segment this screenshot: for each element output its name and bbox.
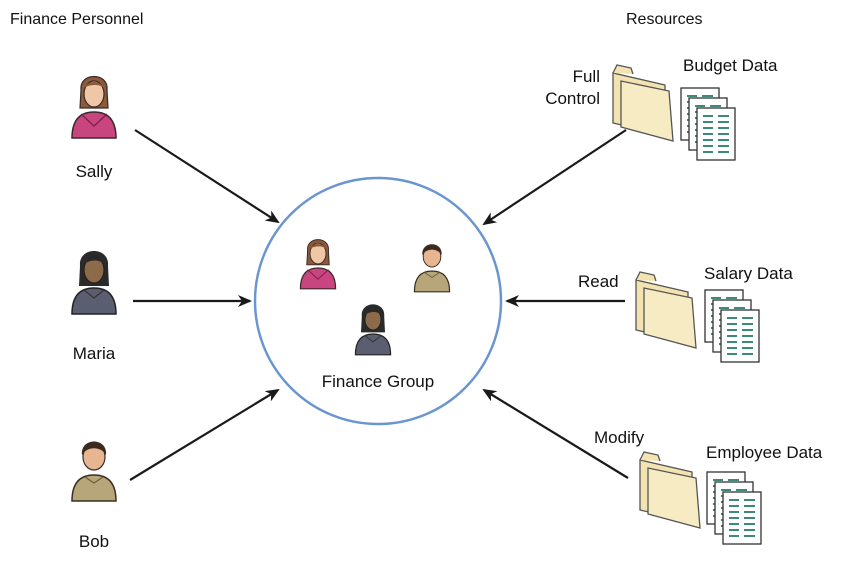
group-member-icon-maria [354, 303, 392, 356]
document-stack-icon-employee [707, 472, 761, 544]
person-label-maria: Maria [72, 344, 116, 363]
permission-label-read: Read [578, 272, 619, 291]
person-icon-sally [71, 75, 117, 139]
arrow-budget-to-group [482, 129, 627, 226]
finance-group-circle [253, 176, 503, 426]
folder-icon-salary [635, 271, 697, 349]
person-icon-maria [71, 250, 117, 315]
permission-label-modify: Modify [594, 428, 645, 447]
group-member-icon-bob [413, 243, 451, 293]
arrow-employee-to-group [482, 388, 629, 479]
person-label-bob: Bob [78, 532, 110, 551]
arrow-bob-to-group [129, 388, 280, 481]
permission-label-full-control: Full Control [545, 67, 600, 108]
resources-header: Resources [626, 11, 703, 28]
resource-label-budget: Budget Data [683, 56, 778, 75]
person-label-sally: Sally [75, 162, 113, 181]
folder-icon-employee [639, 451, 701, 529]
resource-label-employee: Employee Data [706, 443, 823, 462]
person-icon-bob [71, 440, 117, 502]
group-member-icon-sally [299, 239, 337, 290]
folder-icon-budget [612, 64, 674, 142]
finance-group-label: Finance Group [321, 372, 435, 391]
resource-label-salary: Salary Data [704, 264, 793, 283]
document-stack-icon-budget [681, 88, 735, 160]
document-stack-icon-salary [705, 290, 759, 362]
finance-personnel-header: Finance Personnel [10, 11, 144, 28]
arrow-sally-to-group [134, 129, 280, 224]
